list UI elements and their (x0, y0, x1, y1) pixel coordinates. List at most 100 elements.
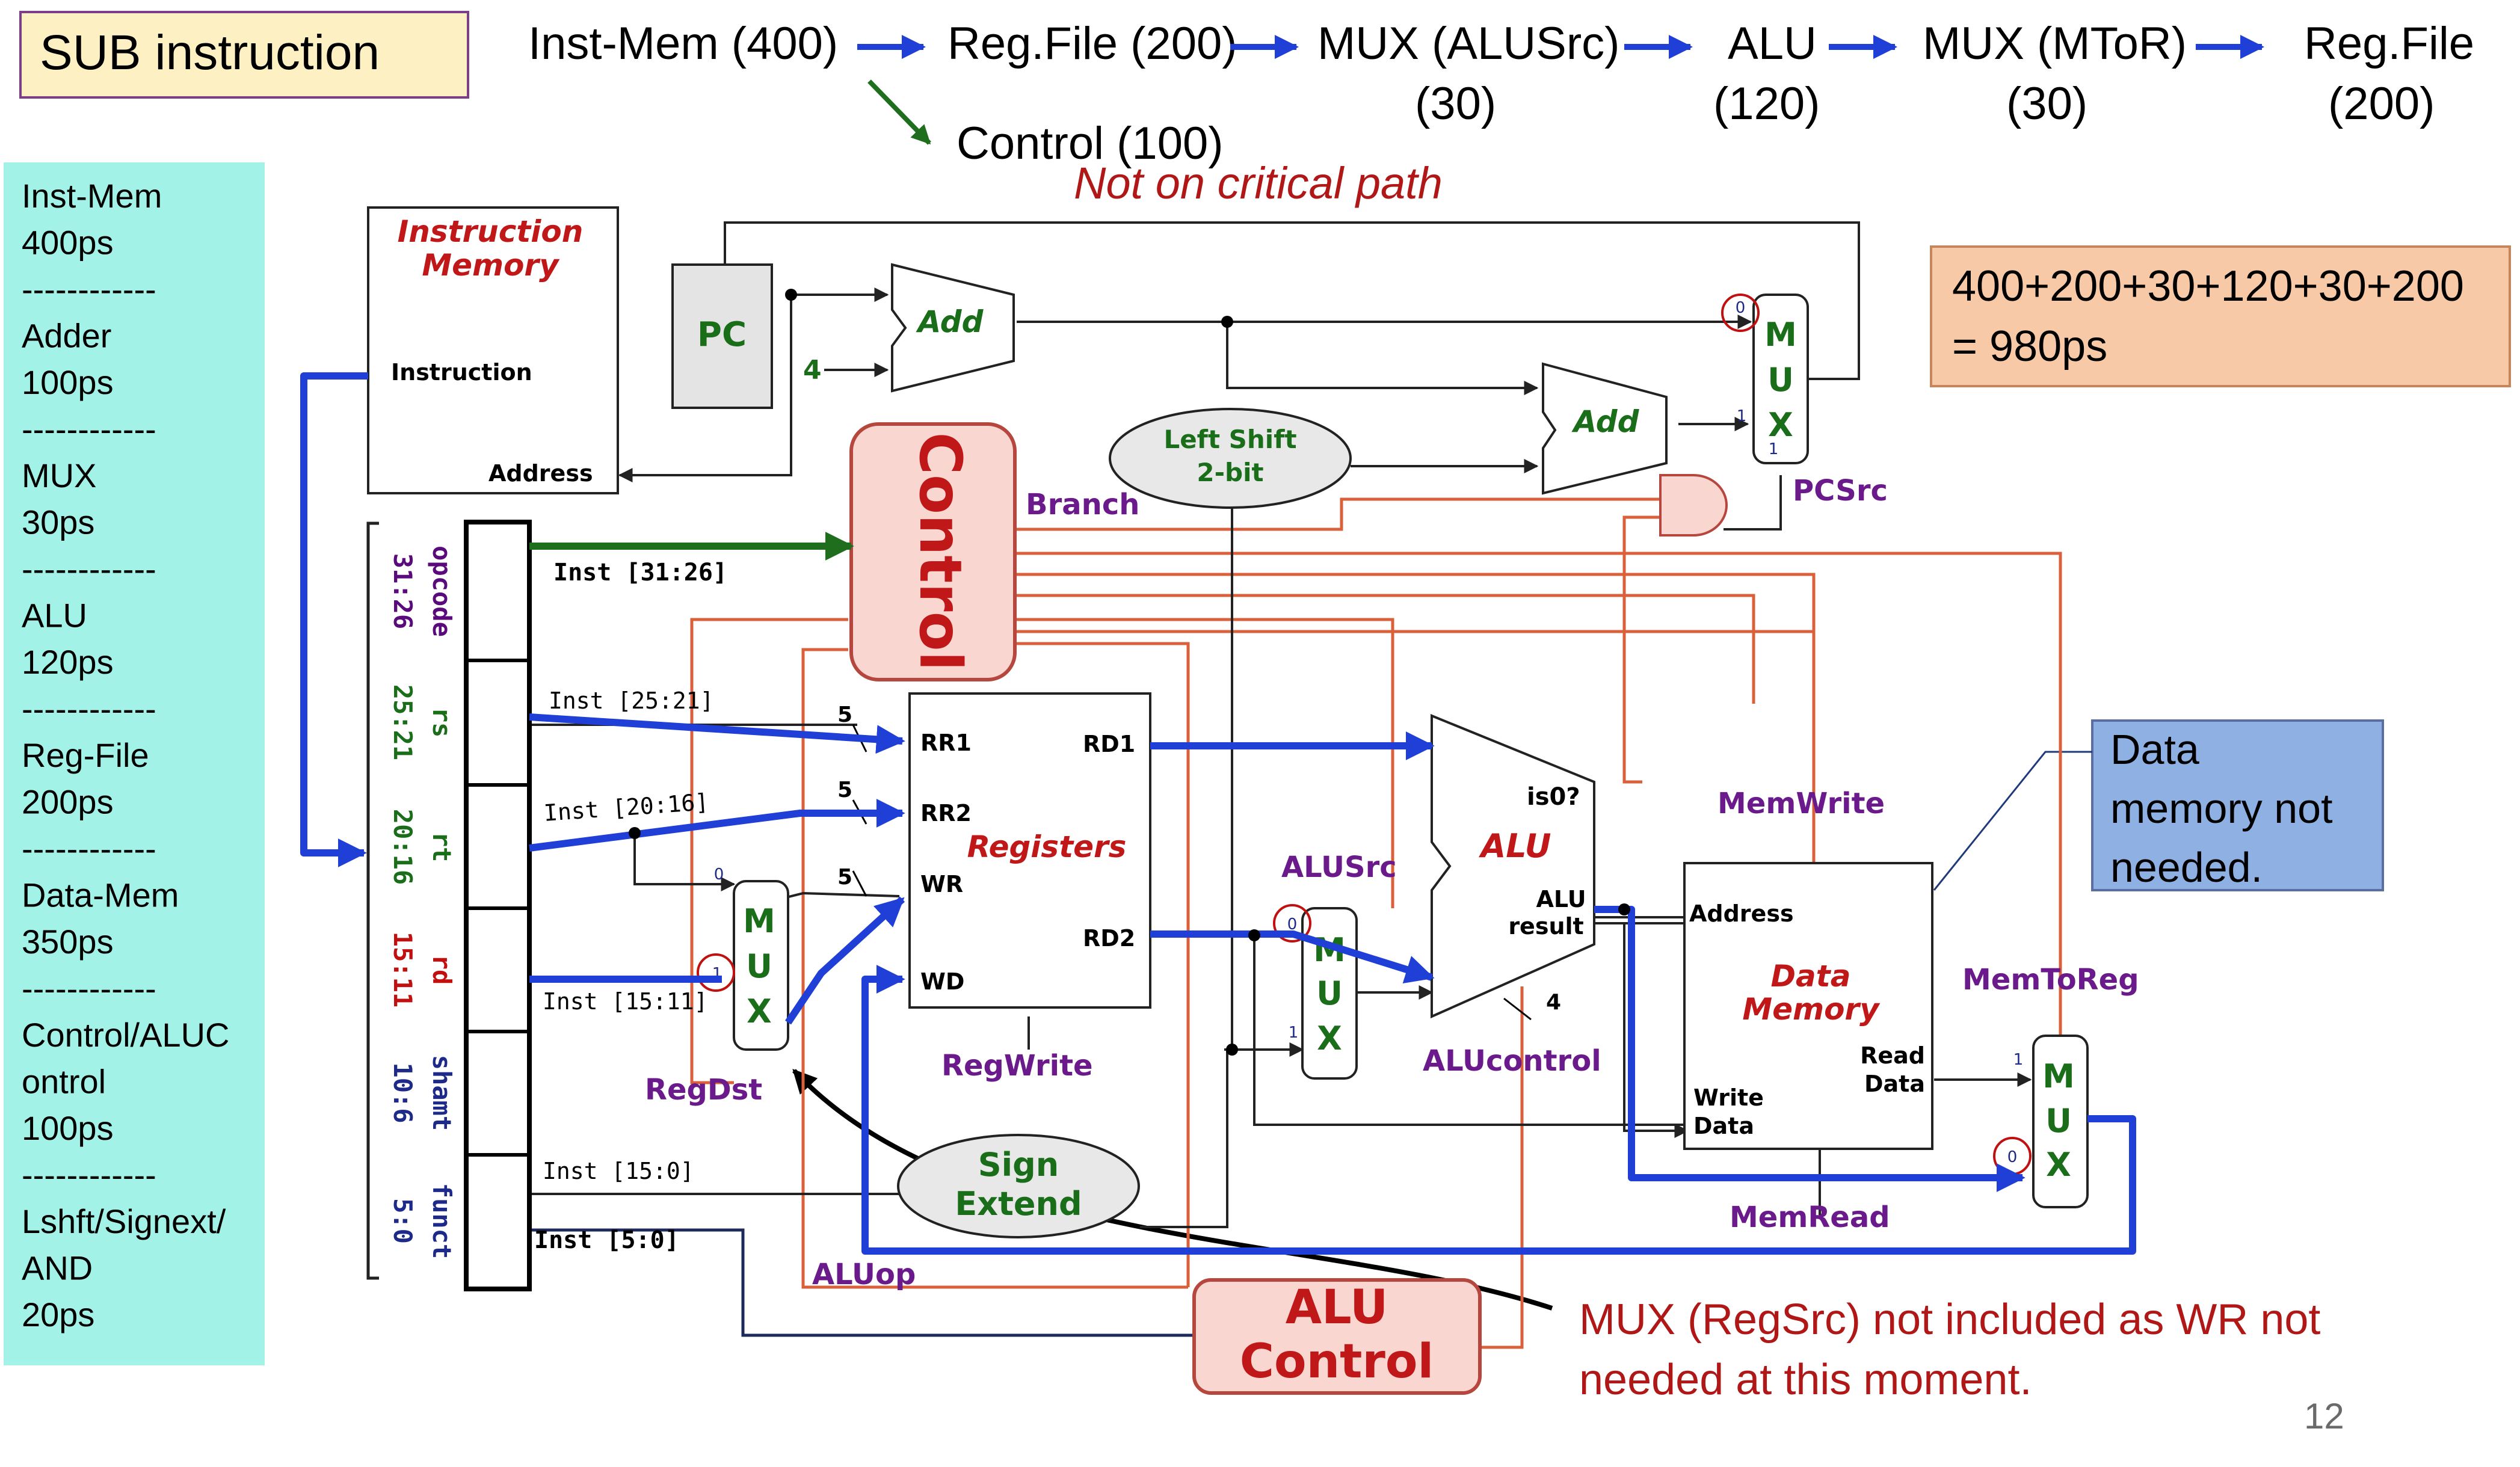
timing-line: 100ps (22, 1109, 114, 1147)
pc-mux-m: M (1764, 316, 1797, 354)
regdst-mux-x: X (747, 992, 772, 1030)
bus-width-alucontrol: 4 (1546, 990, 1561, 1015)
pc-mux-u: U (1767, 361, 1794, 399)
path-step-inst-mem: Inst-Mem (400) (528, 18, 838, 69)
timing-line: ------------ (22, 410, 156, 448)
timing-line: ------------ (22, 550, 156, 588)
timing-line: ------------ (22, 1156, 156, 1194)
pc-mux-zero: 0 (1736, 299, 1746, 317)
data-memory: Data Memory Address Write Data Read Data (1683, 862, 1933, 1150)
register-file: RR1 RR2 WR WD RD1 RD2 Registers (908, 692, 1151, 1009)
data-memory-title-2: Memory (1742, 992, 1881, 1027)
reg-rr2: RR2 (920, 800, 972, 826)
pc-register: PC (671, 263, 773, 409)
pc-adder: Add (891, 263, 1015, 393)
instruction-register (464, 520, 532, 1291)
title-box: SUB instruction (19, 11, 469, 99)
alusrc-mux-zero: 0 (1287, 915, 1298, 933)
control-unit-label: Control (907, 432, 974, 671)
regdst-mux-m: M (743, 902, 775, 940)
timing-line: Inst-Mem (22, 177, 162, 215)
timing-line: 30ps (22, 503, 94, 541)
data-memory-write-2: Data (1693, 1113, 1754, 1139)
instruction-memory-title-1: Instruction (398, 214, 584, 249)
page-number: 12 (2304, 1396, 2344, 1436)
and-gate (1659, 474, 1728, 537)
path-step-mux-mtor-cost: (30) (2006, 78, 2087, 129)
address-port-label: Address (488, 460, 593, 487)
data-memory-read-1: Read (1860, 1042, 1925, 1069)
constant-four: 4 (803, 355, 822, 386)
timing-line: Reg-File (22, 736, 149, 774)
path-step-mux-alusrc-cost: (30) (1415, 78, 1496, 129)
instruction-port-label: Instruction (391, 359, 532, 386)
regdst-mux-u: U (746, 947, 772, 985)
timing-line: ------------ (22, 690, 156, 728)
path-step-mux-alusrc: MUX (ALUSrc) (1317, 18, 1619, 69)
timing-line: AND (22, 1249, 93, 1287)
alusrc-label: ALUSrc (1281, 850, 1397, 884)
timing-line: Control/ALUC (22, 1016, 229, 1054)
reg-wd: WD (920, 968, 964, 995)
field-name-rs: rs (427, 707, 457, 738)
reg-rd1: RD1 (1083, 731, 1135, 757)
sum-box: 400+200+30+120+30+200 = 980ps (1930, 245, 2511, 387)
inst-label-20-16: Inst [20:16] (543, 789, 710, 826)
critical-path-header: Inst-Mem (400) Reg.File (200) MUX (ALUSr… (528, 18, 2474, 169)
path-step-mux-mtor: MUX (MToR) (1923, 18, 2187, 69)
memtoreg-mux-m: M (2042, 1057, 2075, 1095)
memtoreg-mux-u: U (2045, 1102, 2072, 1140)
field-bits-shamt: 10:6 (388, 1062, 417, 1123)
field-name-shamt: shamt (427, 1055, 457, 1131)
reg-wr: WR (920, 871, 963, 897)
regwrite-label: RegWrite (941, 1049, 1093, 1083)
memtoreg-mux-one: 1 (2013, 1051, 2024, 1069)
inst-label-31-26: Inst [31:26] (553, 559, 727, 586)
inst-label-15-0: Inst [15:0] (543, 1158, 694, 1184)
sum-result: = 980ps (1952, 322, 2107, 371)
pc-mux: M U X 0 1 1 (1721, 294, 1809, 464)
path-step-reg-file-final-cost: (200) (2328, 78, 2435, 129)
sign-extend-line1: Sign (978, 1146, 1059, 1184)
timing-line: ontrol (22, 1063, 106, 1101)
sign-extend-line2: Extend (955, 1185, 1082, 1223)
slide-title: SUB instruction (40, 25, 380, 80)
timing-line: ------------ (22, 970, 156, 1007)
timing-line: 20ps (22, 1296, 94, 1333)
alu-control-unit: ALU Control (1192, 1278, 1482, 1395)
timing-line: Adder (22, 317, 111, 355)
alucontrol-label: ALUcontrol (1423, 1044, 1601, 1078)
instruction-memory-title-2: Memory (422, 248, 560, 283)
path-control-branch: Control (100) (957, 118, 1224, 169)
memtoreg-label: MemToReg (1962, 963, 2139, 997)
alu: ALU is0? ALU result (1431, 714, 1595, 1019)
timing-line: 100ps (22, 363, 114, 401)
alusrc-mux-u: U (1316, 974, 1343, 1012)
alusrc-mux-one: 1 (1289, 1024, 1299, 1042)
field-bits-funct: 5:0 (388, 1198, 417, 1244)
pc-mux-one: 1 (1737, 407, 1747, 425)
path-step-reg-file: Reg.File (200) (947, 18, 1237, 69)
alu-title: ALU (1478, 827, 1551, 865)
path-step-alu-cost: (120) (1713, 78, 1820, 129)
field-name-opcode: opcode (427, 546, 457, 637)
control-signal-wires (690, 497, 2062, 1349)
memread-label: MemRead (1730, 1201, 1890, 1234)
data-memory-note-line1: Data (2110, 726, 2199, 773)
memtoreg-mux: M U X 1 0 (1993, 1035, 2089, 1208)
inst-label-5-0: Inst [5:0] (534, 1226, 679, 1254)
inst-label-25-21: Inst [25:21] (549, 687, 714, 714)
memtoreg-mux-zero: 0 (2007, 1148, 2018, 1166)
bus-width-wr: 5 (837, 865, 852, 890)
alu-result-2: result (1508, 913, 1583, 940)
datapath-diagram: Instruction Memory Instruction Address P… (300, 206, 2139, 1395)
instruction-memory: Instruction Memory Instruction Address (367, 206, 619, 494)
left-shift: Left Shift 2-bit (1109, 408, 1352, 509)
data-memory-read-2: Data (1864, 1071, 1925, 1097)
left-shift-line1: Left Shift (1163, 425, 1296, 454)
field-bits-rd: 15:11 (388, 932, 417, 1007)
registers-title: Registers (967, 829, 1127, 864)
alu-control-line2: Control (1240, 1335, 1434, 1389)
timing-panel: Inst-Mem400ps------------Adder100ps-----… (4, 162, 265, 1365)
critical-path-wires (300, 372, 2136, 1255)
